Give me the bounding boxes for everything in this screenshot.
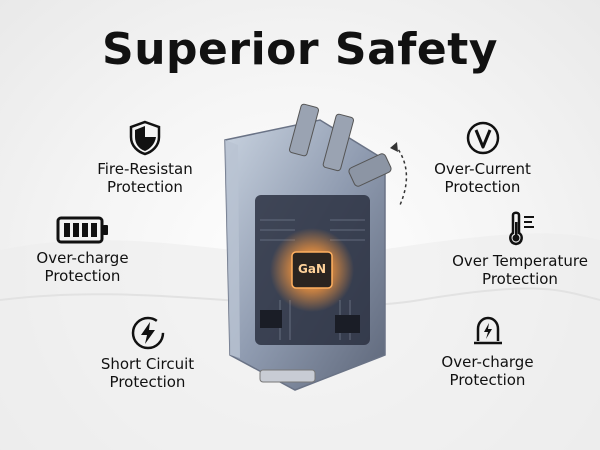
feature-label: Protection	[444, 178, 521, 196]
thermometer-icon	[509, 211, 534, 246]
feature-label: Short Circuit	[100, 355, 195, 373]
voltage-v-icon	[466, 121, 499, 155]
shield-icon	[129, 120, 161, 156]
feature-label: Protection	[449, 371, 526, 389]
feature-fire-resistant: Fire-Resistan Protection	[85, 120, 205, 196]
feature-label: Protection	[107, 178, 183, 196]
feature-label: Protection	[482, 270, 558, 288]
feature-label: Protection	[109, 373, 186, 391]
feature-short-circuit: Short Circuit Protection	[85, 315, 210, 391]
feature-label: Over Temperature	[452, 252, 588, 270]
battery-icon	[56, 216, 108, 244]
feature-over-temperature: Over Temperature Protection	[445, 210, 595, 288]
feature-over-current: Over-Current Protection	[420, 120, 545, 196]
charger-illustration	[224, 103, 408, 391]
gan-chip-label: GaN	[298, 262, 326, 276]
warning-bell-icon	[473, 316, 502, 345]
feature-overcharge-right: Over-charge Protection	[425, 313, 550, 389]
page-title: Superior Safety	[102, 24, 498, 75]
feature-label: Over-Current	[434, 160, 531, 178]
feature-label: Fire-Resistan	[97, 160, 193, 178]
feature-label: Over-charge	[36, 249, 129, 267]
feature-overcharge-left: Over-charge Protection	[20, 215, 145, 285]
lightning-icon	[131, 316, 164, 350]
feature-label: Protection	[44, 267, 121, 285]
feature-label: Over-charge	[441, 353, 534, 371]
